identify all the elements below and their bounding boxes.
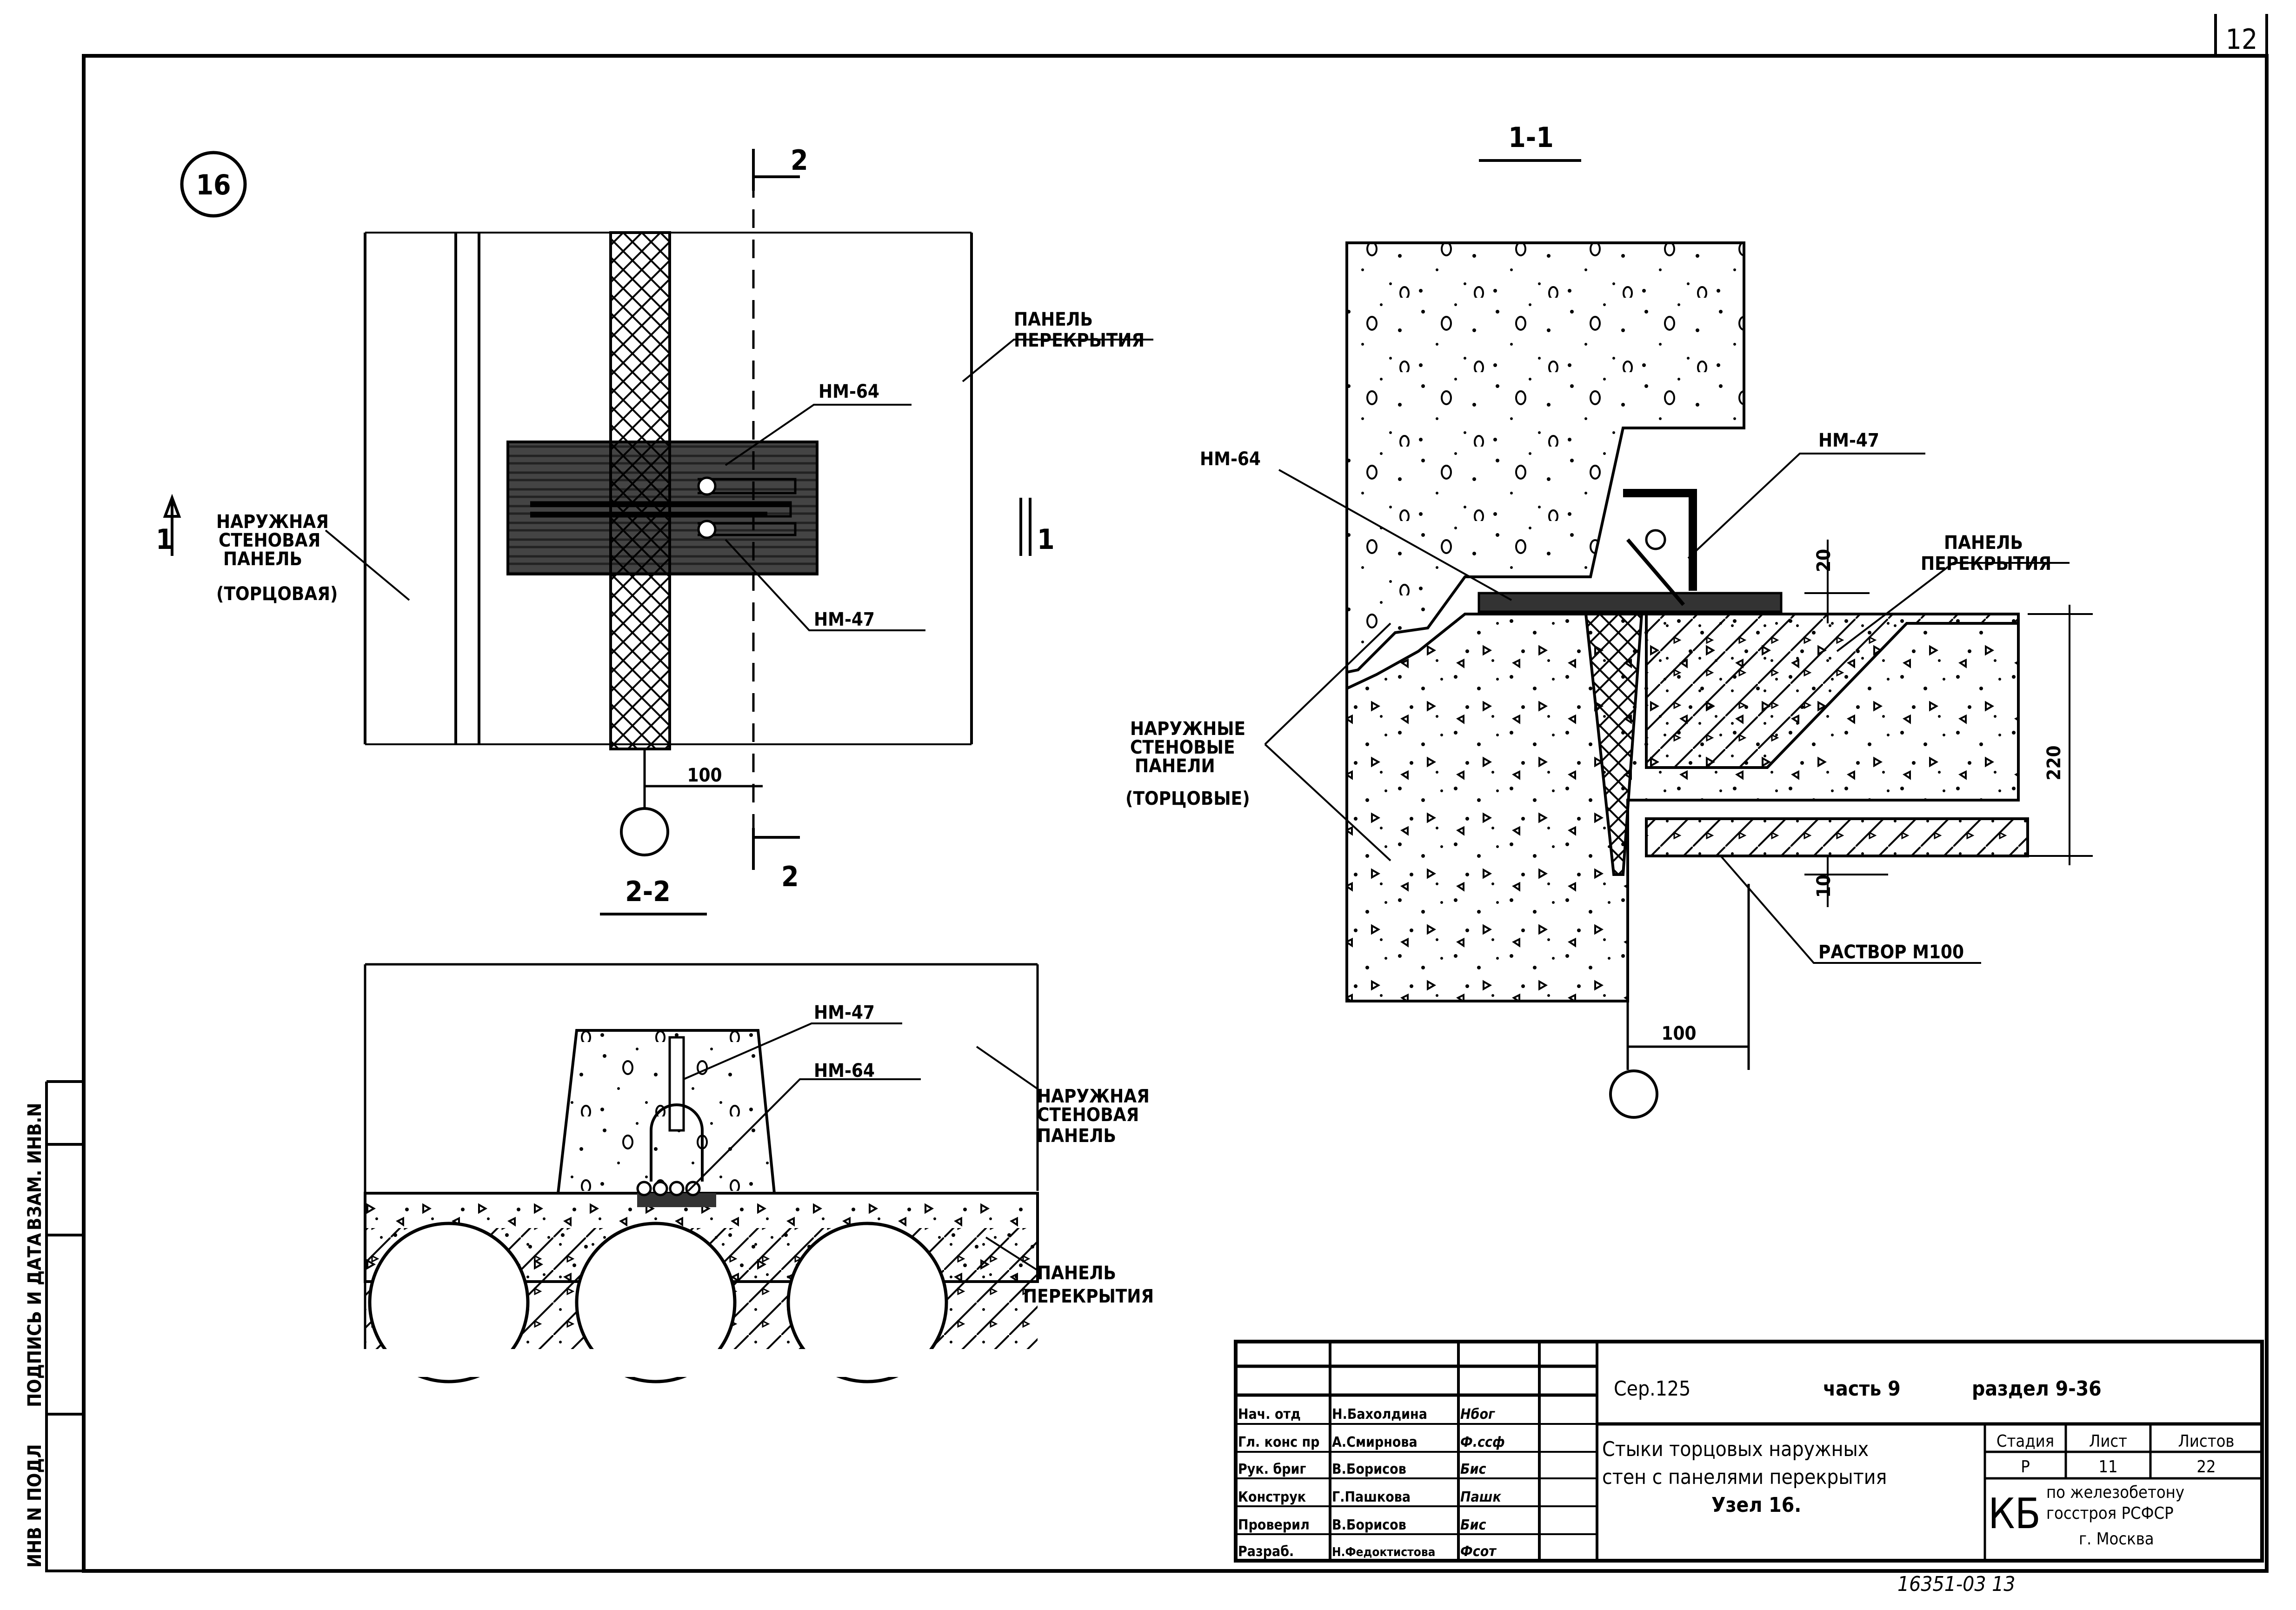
node-marker-circle xyxy=(180,151,247,218)
drawing-label: Нбог xyxy=(1460,1406,1495,1423)
sheet-frame xyxy=(82,54,2269,1573)
drawing-label: Ф.ссф xyxy=(1460,1434,1505,1450)
drawing-label: Стыки торцовых наружных xyxy=(1602,1437,1869,1461)
drawing-label: по железобетону xyxy=(2046,1483,2184,1502)
drawing-label: ПЕРЕКРЫТИЯ xyxy=(1023,1286,1154,1307)
drawing-label: Фсот xyxy=(1460,1543,1497,1560)
drawing-label: Гл. конс пр xyxy=(1238,1434,1320,1450)
drawing-label: Сер.125 xyxy=(1614,1377,1690,1401)
drawing-label: В.Борисов xyxy=(1332,1461,1406,1477)
drawing-label: НАРУЖНАЯ xyxy=(216,511,329,533)
drawing-label: 1 xyxy=(156,523,173,556)
drawing-label: Р xyxy=(2021,1457,2030,1476)
section-mark-bottom: 2 xyxy=(781,861,799,893)
section-1-1: 1-1 100 220 20 10 НМ-64 НМ-47 ПАНЕЛЬ ПЕР… xyxy=(1125,121,2093,1119)
drawing-label: В.Борисов xyxy=(1332,1517,1406,1533)
section-1-1-title: 1-1 xyxy=(1508,121,1554,154)
plan-view: 2 2 1 1 100 ПАНЕЛЬ ПЕРЕКРЫТИЯ НМ-64 НМ-4… xyxy=(156,144,1153,893)
drawing-label: 100 xyxy=(687,765,722,786)
drawing-label: 10 xyxy=(1813,875,1835,898)
drawing-label: ПЕРЕКРЫТИЯ xyxy=(1921,553,2051,575)
label-hm64: НМ-64 xyxy=(819,381,879,402)
drawing-label: раздел 9-36 xyxy=(1972,1377,2102,1401)
drawing-label: Пашк xyxy=(1460,1489,1501,1505)
drawing-label: 22 xyxy=(2196,1457,2216,1476)
drawing-label: 100 xyxy=(1661,1023,1696,1044)
drawing-label: НМ-64 xyxy=(814,1060,875,1082)
drawing-label: ПАНЕЛЬ xyxy=(1037,1263,1116,1284)
section-2-2-title: 2-2 xyxy=(625,875,671,908)
drawing-label: СТЕНОВАЯ xyxy=(1037,1104,1139,1126)
drawing-label: Г.Пашкова xyxy=(1332,1489,1411,1505)
drawing-label: 20 xyxy=(1813,549,1835,572)
drawing-label: стен с панелями перекрытия xyxy=(1602,1465,1887,1489)
drawing-label: ПОДПИСЬ И ДАТА xyxy=(24,1233,46,1407)
drawing-label: Листов xyxy=(2178,1432,2235,1451)
title-block: Сер.125 часть 9 раздел 9-36 Стыки торцов… xyxy=(1234,1340,2264,1596)
drawing-label: Стадия xyxy=(1997,1432,2054,1451)
drawing-label: Бис xyxy=(1460,1517,1486,1533)
drawing-label: А.Смирнова xyxy=(1332,1434,1418,1450)
drawing-label: ВЗАМ. ИНВ.N xyxy=(24,1103,46,1230)
drawing-label: ПАНЕЛЬ xyxy=(1014,309,1093,330)
drawing-label: часть 9 xyxy=(1823,1377,1901,1401)
drawing-label: Бис xyxy=(1460,1461,1486,1477)
drawing-label: ПАНЕЛЬ xyxy=(223,548,302,570)
drawing-label: ПАНЕЛЬ xyxy=(1944,532,2023,554)
drawing-label: 220 xyxy=(2043,745,2065,780)
drawing-label: СТЕНОВАЯ xyxy=(219,530,320,551)
label-hm47: НМ-47 xyxy=(814,609,875,630)
drawing-label: (ТОРЦОВАЯ) xyxy=(216,583,338,605)
drawing-label: госстроя РСФСР xyxy=(2046,1504,2174,1523)
drawing-label: Н.Федоктистова xyxy=(1332,1545,1435,1559)
drawing-label: (ТОРЦОВЫЕ) xyxy=(1125,788,1250,809)
drawing-label: Рук. бриг xyxy=(1238,1461,1306,1477)
section-mark-top: 2 xyxy=(791,144,808,177)
drawing-label: 11 xyxy=(2098,1457,2117,1476)
drawing-label: Проверил xyxy=(1238,1517,1310,1533)
section-2-2: 2-2 НМ-47 НМ-64 НАРУЖНАЯ СТЕНОВАЯ ПАНЕЛЬ… xyxy=(364,875,1154,1383)
sheet-number: 12 xyxy=(2226,23,2258,56)
drawing-label: Лист xyxy=(2089,1432,2127,1451)
drawing-label: ПАНЕЛИ xyxy=(1135,755,1215,777)
drawing-label: Узел 16. xyxy=(1711,1493,1801,1517)
drawing-label: ИНВ N ПОДЛ xyxy=(24,1444,46,1568)
drawing-label: СТЕНОВЫЕ xyxy=(1130,737,1235,758)
drawing-label: Разраб. xyxy=(1238,1543,1294,1560)
doc-number: 16351-03 13 xyxy=(1897,1572,2015,1596)
drawing-label: ПЕРЕКРЫТИЯ xyxy=(1014,330,1145,351)
node-marker-label: 16 xyxy=(196,169,231,201)
drawing-label: г. Москва xyxy=(2079,1530,2154,1549)
side-stamp: ИНВ N ПОДЛ ПОДПИСЬ И ДАТА ВЗАМ. ИНВ.N xyxy=(24,1080,84,1572)
drawing-label: 1 xyxy=(1037,523,1055,556)
drawing-label: НМ-47 xyxy=(1818,430,1879,451)
drawing-label: НАРУЖНАЯ xyxy=(1037,1086,1150,1107)
drawing-label: НМ-64 xyxy=(1200,448,1261,470)
drawing-label: НМ-47 xyxy=(814,1002,875,1023)
drawing-label: НАРУЖНЫЕ xyxy=(1130,718,1245,740)
drawing-label: Нач. отд xyxy=(1238,1406,1301,1423)
drawing-label: РАСТВОР М100 xyxy=(1818,942,1964,963)
drawing-label: Конструк xyxy=(1238,1489,1306,1505)
org-mark: КБ xyxy=(1988,1490,2041,1538)
drawing-label: Н.Бахолдина xyxy=(1332,1406,1427,1423)
drawing-label: ПАНЕЛЬ xyxy=(1037,1125,1116,1147)
